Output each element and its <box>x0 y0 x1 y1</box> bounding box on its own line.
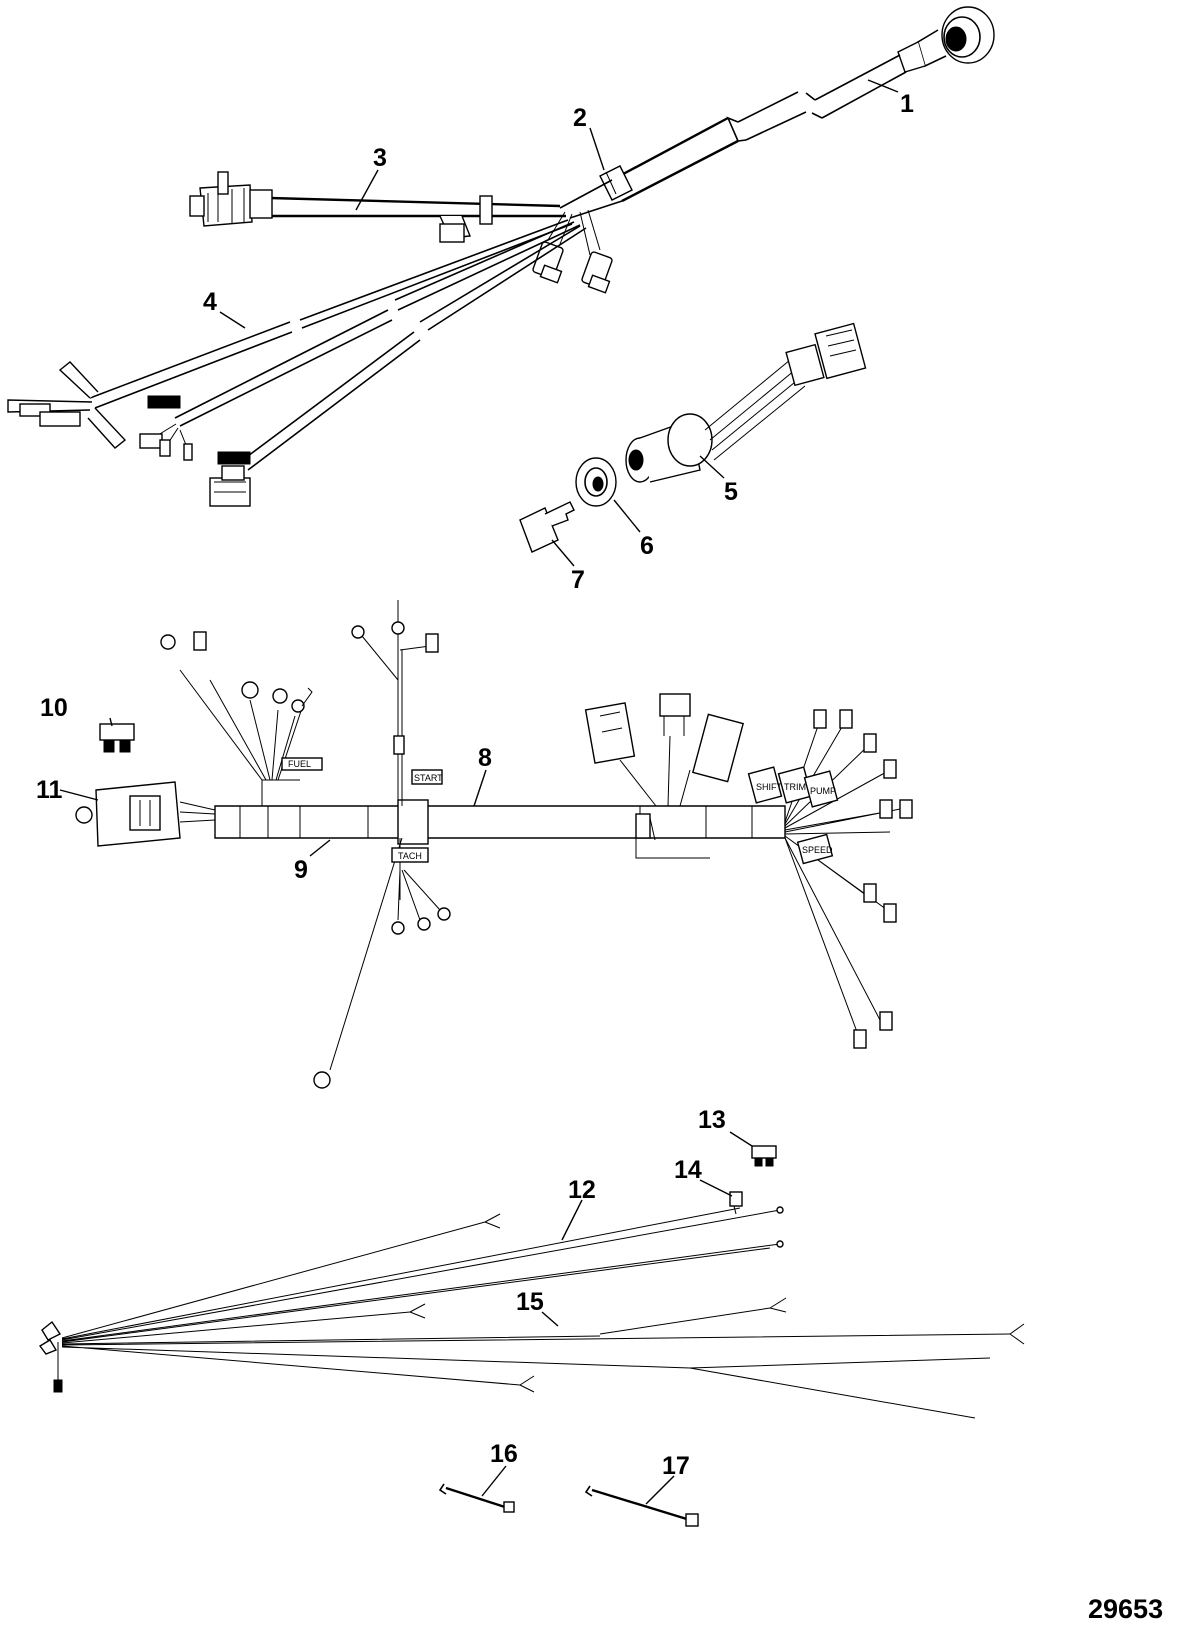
part-5-ignition-switch <box>625 322 867 483</box>
tag-speed: SPEED <box>802 845 833 855</box>
part-10-fuse <box>99 723 135 753</box>
part-6-switch-nut <box>575 457 617 507</box>
extension-harness-assembly <box>38 1131 1025 1527</box>
main-harness-assembly <box>7 6 995 567</box>
callout-17: 17 <box>662 1452 690 1480</box>
tag-shift: SHIFT <box>756 782 783 792</box>
callout-4: 4 <box>203 288 217 316</box>
pigtail-connectors <box>532 209 613 294</box>
callout-14: 14 <box>674 1156 702 1184</box>
upper-center-branch: START <box>351 600 443 806</box>
part-13-fuse <box>751 1145 777 1167</box>
callout-11: 11 <box>36 776 63 804</box>
callout-8: 8 <box>478 744 492 772</box>
part-4-branch-harness <box>7 219 587 507</box>
origin-connector <box>38 1320 63 1393</box>
part-16-cable-tie <box>438 1483 515 1513</box>
tag-trim: TRIM <box>784 782 806 792</box>
part-1-harness-connector <box>611 6 995 203</box>
callout-3: 3 <box>373 144 387 172</box>
callout-16: 16 <box>490 1440 518 1468</box>
callout-1: 1 <box>900 90 914 118</box>
part-11-relay <box>75 781 216 847</box>
callout-6: 6 <box>640 532 654 560</box>
tag-start: START <box>414 773 443 783</box>
upper-left-branch: FUEL <box>160 631 323 806</box>
tag-fuel: FUEL <box>288 759 311 769</box>
part-12-wire-bundle <box>61 1206 1025 1419</box>
callout-7: 7 <box>571 566 585 594</box>
callout-5: 5 <box>724 478 738 506</box>
part-8-harness-body <box>214 799 786 859</box>
callout-9: 9 <box>294 856 308 884</box>
instrument-harness-assembly: FUEL START TACH <box>59 600 913 1089</box>
callout-12: 12 <box>568 1176 596 1204</box>
right-terminal-fan: SHIFT TRIM PUMP SPEED <box>747 709 913 1049</box>
callout-13: 13 <box>698 1106 726 1134</box>
part-7-ignition-key <box>519 501 575 553</box>
upper-right-connectors <box>584 693 745 807</box>
tag-tach: TACH <box>398 851 422 861</box>
tag-pump: PUMP <box>810 786 836 796</box>
lower-center-branch: TACH <box>313 837 451 1089</box>
part-14-fuse-holder <box>729 1191 743 1215</box>
callout-labels: 1 2 3 4 5 6 7 8 9 10 11 12 13 14 15 16 1… <box>36 90 914 1480</box>
part-3-branch-harness <box>189 171 566 243</box>
part-2-cable-clamp <box>599 165 633 201</box>
callout-15: 15 <box>516 1288 544 1316</box>
part-17-cable-tie <box>584 1485 699 1527</box>
callout-10: 10 <box>40 694 68 722</box>
figure-id: 29653 <box>1088 1594 1163 1624</box>
callout-2: 2 <box>573 104 587 132</box>
